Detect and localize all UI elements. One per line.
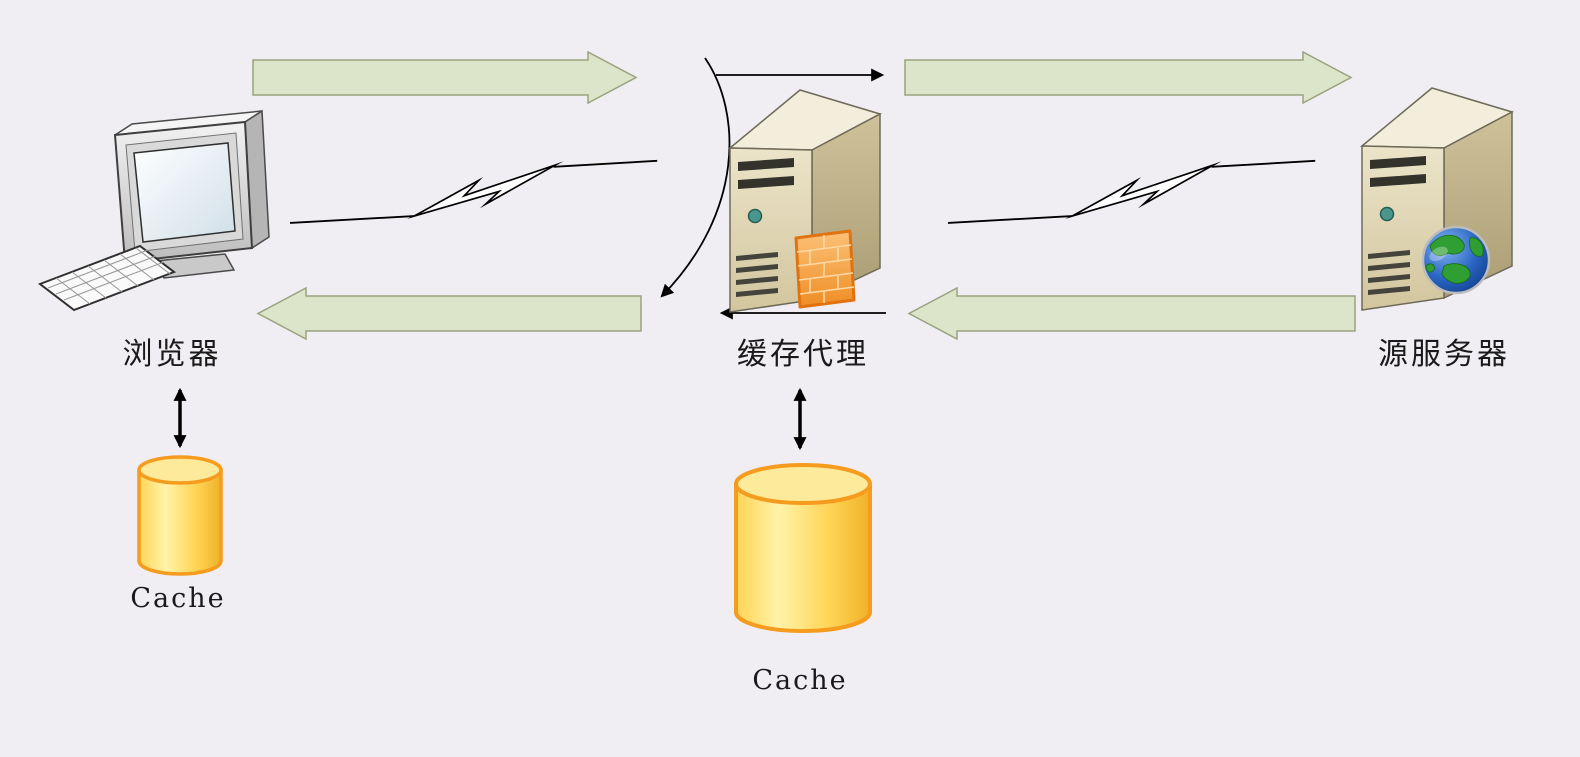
keyboard-keys [47,247,171,305]
monitor-screen [133,142,236,243]
network-link-browser-proxy [289,159,659,224]
firewall-panel [794,229,856,309]
cylinder-body [734,482,872,633]
globe-continents [1425,234,1484,284]
origin-label: 源服务器 [1378,337,1510,372]
proxy-label: 缓存代理 [737,337,869,372]
browser-label: 浏览器 [123,337,222,372]
desktop-computer-icon [37,109,270,312]
browser-cache-label: Cache [130,583,225,614]
globe-highlight [1429,246,1448,262]
proxy-cache-label: Cache [752,665,847,696]
arrow-browser-to-proxy [252,50,638,105]
network-link-proxy-origin [947,159,1317,224]
cylinder-top [734,463,872,505]
globe-icon [1421,225,1491,295]
keyboard-icon [37,244,177,312]
firewall-icon [794,229,856,309]
cylinder-top [137,455,223,485]
keyboard-body [37,244,177,312]
curved-bypass-arrow [660,57,731,298]
arrow-proxy-to-origin [904,50,1353,105]
firewall-bricks [796,235,855,303]
browser-cache-cylinder-icon [137,455,223,576]
arrow-origin-to-proxy [907,286,1356,341]
proxy-cache-cylinder-icon [734,463,872,633]
cylinder-body [137,468,223,576]
arrow-proxy-to-browser [256,286,642,341]
